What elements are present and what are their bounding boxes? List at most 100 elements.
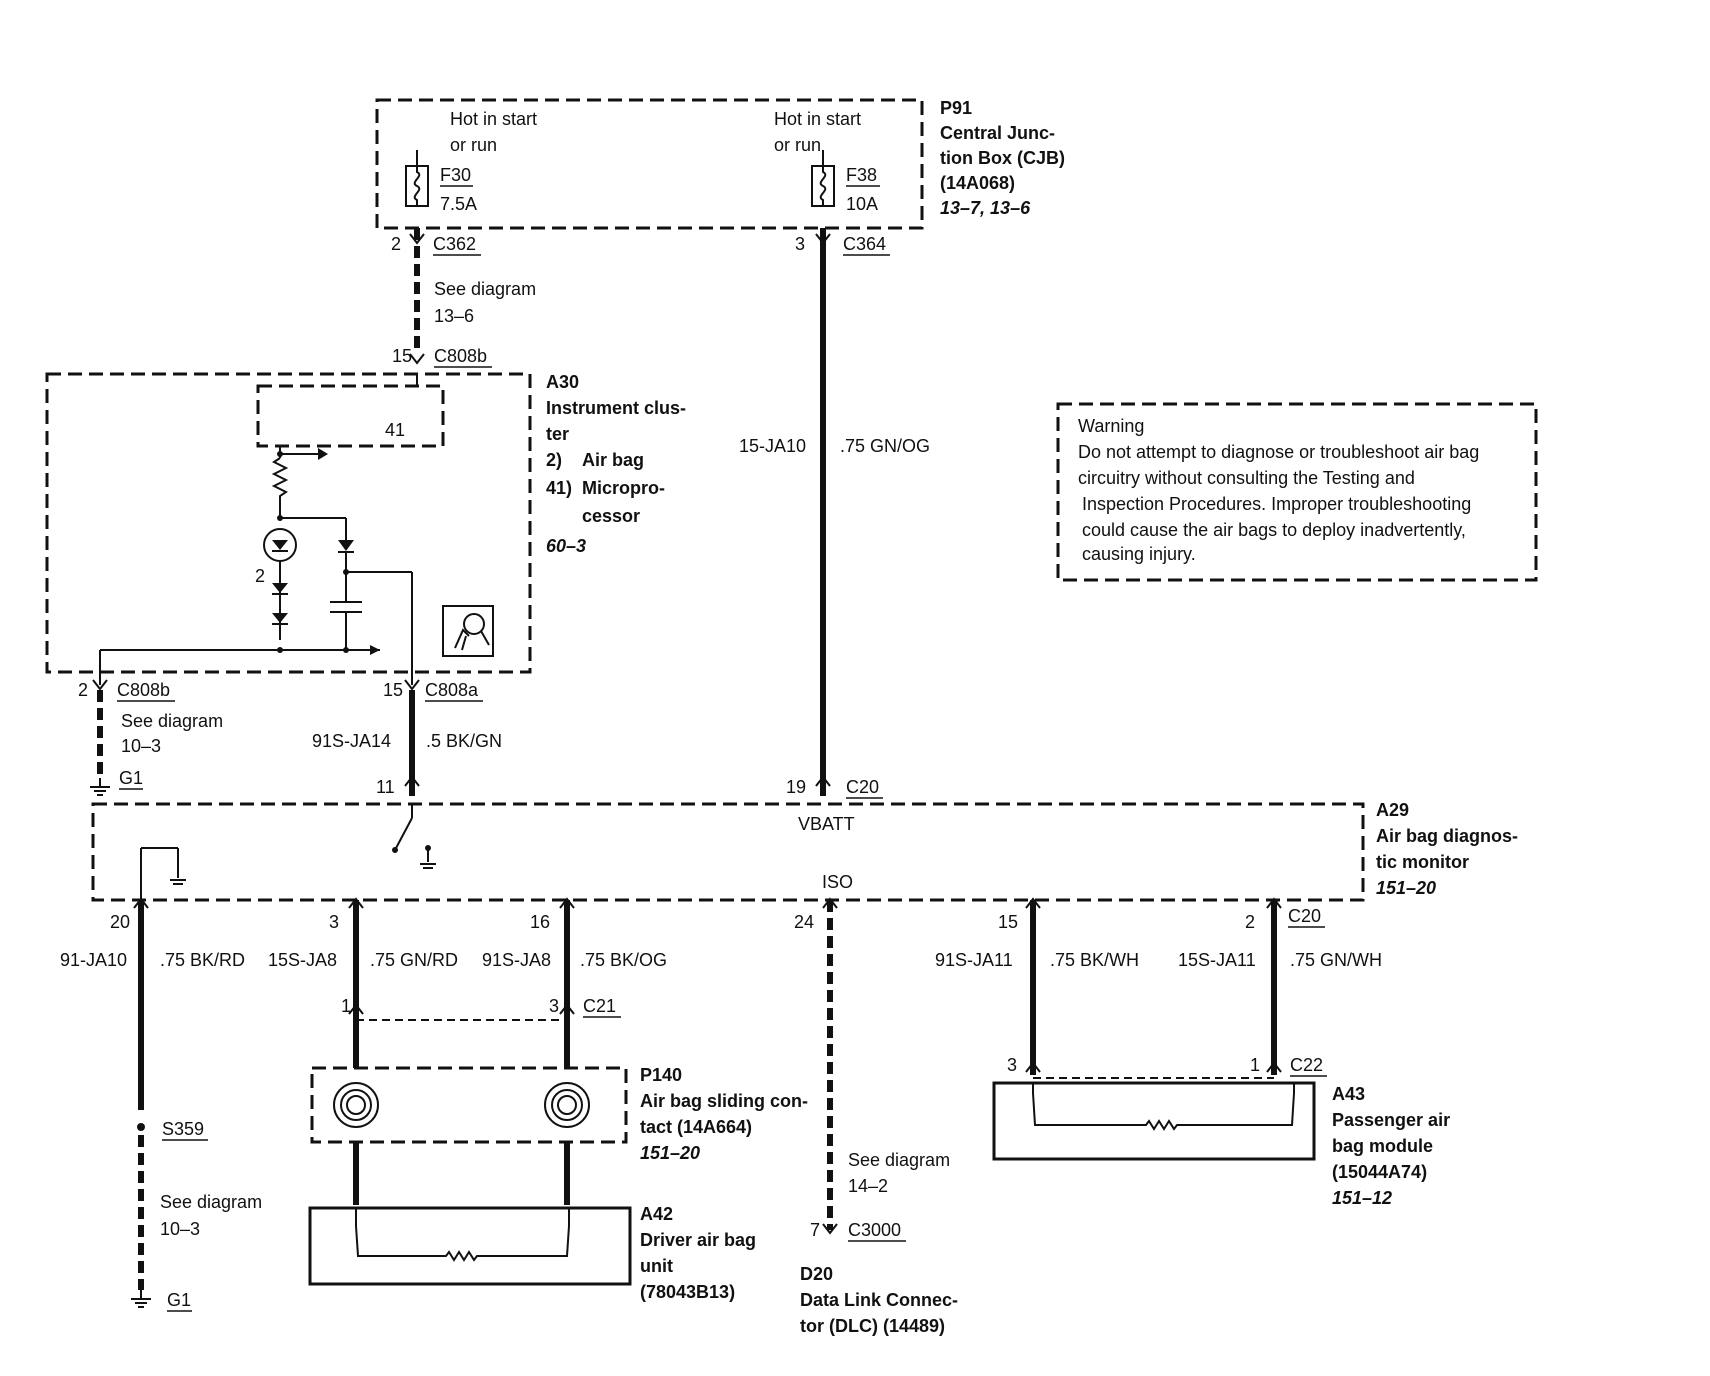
s359-label: S359 xyxy=(162,1119,204,1139)
wire-label-circuit-1: 91-JA10 xyxy=(60,950,127,970)
driver-airbag-box xyxy=(308,1206,632,1286)
hot-label-2b: or run xyxy=(774,135,821,155)
a30-top-conn: C808b xyxy=(434,346,487,366)
passenger-airbag-box xyxy=(992,1081,1316,1161)
wire-label-color-1: .75 BK/RD xyxy=(160,950,245,970)
c21-pin1: 1 xyxy=(341,996,351,1016)
c22-conn: C22 xyxy=(1290,1055,1323,1075)
c21-conn: C21 xyxy=(583,996,616,1016)
see-diagram-13-6-num: 13–6 xyxy=(434,306,474,326)
diagnostic-monitor-box xyxy=(91,802,1365,902)
vbatt-wire-circuit: 15-JA10 xyxy=(739,436,806,456)
a29-pin-20: 20 xyxy=(110,912,130,932)
see-diagram-14-2: See diagram xyxy=(848,1150,950,1170)
a30-name-2: ter xyxy=(546,424,569,444)
ground-g1-a: G1 xyxy=(119,768,143,788)
dlc-name-2: tor (DLC) (14489) xyxy=(800,1316,945,1336)
a29-pin-16: 16 xyxy=(530,912,550,932)
hot-label-1: Hot in start xyxy=(450,109,537,129)
resistor-icon xyxy=(355,1208,570,1262)
cjb-box xyxy=(375,98,924,230)
connector-a29-vbatt-icon xyxy=(815,775,831,787)
see-diagram-10-3-b: See diagram xyxy=(160,1192,262,1212)
warning-line-2: circuitry without consulting the Testing… xyxy=(1078,468,1415,488)
a42-name-1: Driver air bag xyxy=(640,1230,756,1250)
fuse-f38-rating: 10A xyxy=(846,194,878,214)
a43-name-2: bag module xyxy=(1332,1136,1433,1156)
a29-conn-bottom: C20 xyxy=(1288,906,1321,926)
resistor-icon xyxy=(1032,1083,1295,1131)
warning-line-5: causing injury. xyxy=(1082,544,1196,564)
dlc-pin: 7 xyxy=(810,1220,820,1240)
a29-vbatt-label: VBATT xyxy=(798,814,855,834)
fuse-f38-icon xyxy=(811,165,835,207)
cjb-name-1: Central Junc- xyxy=(940,123,1055,143)
clockspring-coil-icon xyxy=(333,1082,590,1128)
c362-label: C362 xyxy=(433,234,476,254)
c364-pin: 3 xyxy=(795,234,805,254)
connector-c21-icon-2 xyxy=(559,1003,575,1015)
a30-item2-name: Air bag xyxy=(582,450,644,470)
a29-id: A29 xyxy=(1376,800,1409,820)
a30-item2-num: 2) xyxy=(546,450,562,470)
a29-pin-3: 3 xyxy=(329,912,339,932)
a29-pin-24: 24 xyxy=(794,912,814,932)
wire-label-color-4: .75 BK/WH xyxy=(1050,950,1139,970)
wire-label-circuit-4: 91S-JA11 xyxy=(935,950,1013,970)
wire-label-circuit-2: 15S-JA8 xyxy=(268,950,337,970)
connector-a29-lamp-icon xyxy=(404,775,420,787)
a42-part: (78043B13) xyxy=(640,1282,735,1302)
c362-pin: 2 xyxy=(391,234,401,254)
airbag-indicator-icon xyxy=(442,605,494,657)
a29-name-2: tic monitor xyxy=(1376,852,1469,872)
connector-pin24-icon xyxy=(822,897,838,909)
clockspring-box xyxy=(310,1066,628,1144)
p140-id: P140 xyxy=(640,1065,682,1085)
cjb-ref: 13–7, 13–6 xyxy=(940,198,1031,218)
a42-id: A42 xyxy=(640,1204,673,1224)
ground-icon xyxy=(131,1290,151,1308)
connector-c22-icon-2 xyxy=(1266,1061,1282,1073)
a30-item41-name-1: Micropro- xyxy=(582,478,665,498)
a43-name-1: Passenger air xyxy=(1332,1110,1450,1130)
a29-pin-vbatt: 19 xyxy=(786,777,806,797)
airbag-lamp-label: 2 xyxy=(255,566,265,586)
wire-label-color-2: .75 GN/RD xyxy=(370,950,458,970)
p140-ref: 151–20 xyxy=(640,1143,700,1163)
a30-item41-num: 41) xyxy=(546,478,572,498)
a29-internal-switch xyxy=(140,804,436,900)
splice-s359-icon xyxy=(137,1123,145,1131)
ground-icon xyxy=(90,778,110,796)
connector-c808b-icon xyxy=(92,679,108,691)
a29-conn-top: C20 xyxy=(846,777,879,797)
instrument-cluster-box xyxy=(45,372,532,674)
ground-g1-b: G1 xyxy=(167,1290,191,1310)
cjb-part: (14A068) xyxy=(940,173,1015,193)
see-diagram-13-6: See diagram xyxy=(434,279,536,299)
a30-left-conn: C808b xyxy=(117,680,170,700)
a43-ref: 151–12 xyxy=(1332,1188,1392,1208)
connector-c22-icon xyxy=(1025,1061,1041,1073)
a30-right-conn: C808a xyxy=(425,680,479,700)
wire-label-circuit-3: 91S-JA8 xyxy=(482,950,551,970)
dlc-conn: C3000 xyxy=(848,1220,901,1240)
connector-pin20-icon xyxy=(133,897,149,909)
fuse-f38-id: F38 xyxy=(846,165,877,185)
cjb-name-2: tion Box (CJB) xyxy=(940,148,1065,168)
warning-line-1: Do not attempt to diagnose or troublesho… xyxy=(1078,442,1479,462)
airbag-lamp-circuit xyxy=(99,446,413,685)
see-diagram-10-3-a-num: 10–3 xyxy=(121,736,161,756)
a30-id: A30 xyxy=(546,372,579,392)
hot-label-2: Hot in start xyxy=(774,109,861,129)
connector-c808b-top-icon xyxy=(409,353,425,365)
connector-c808a-icon xyxy=(404,679,420,691)
wire-label-color-5: .75 GN/WH xyxy=(1290,950,1382,970)
connector-c362-icon xyxy=(409,233,425,245)
hot-label-1b: or run xyxy=(450,135,497,155)
see-diagram-10-3-b-num: 10–3 xyxy=(160,1219,200,1239)
a30-top-pin: 15 xyxy=(392,346,412,366)
a42-name-2: unit xyxy=(640,1256,673,1276)
microprocessor-box xyxy=(256,384,445,448)
a29-iso-label: ISO xyxy=(822,872,853,892)
